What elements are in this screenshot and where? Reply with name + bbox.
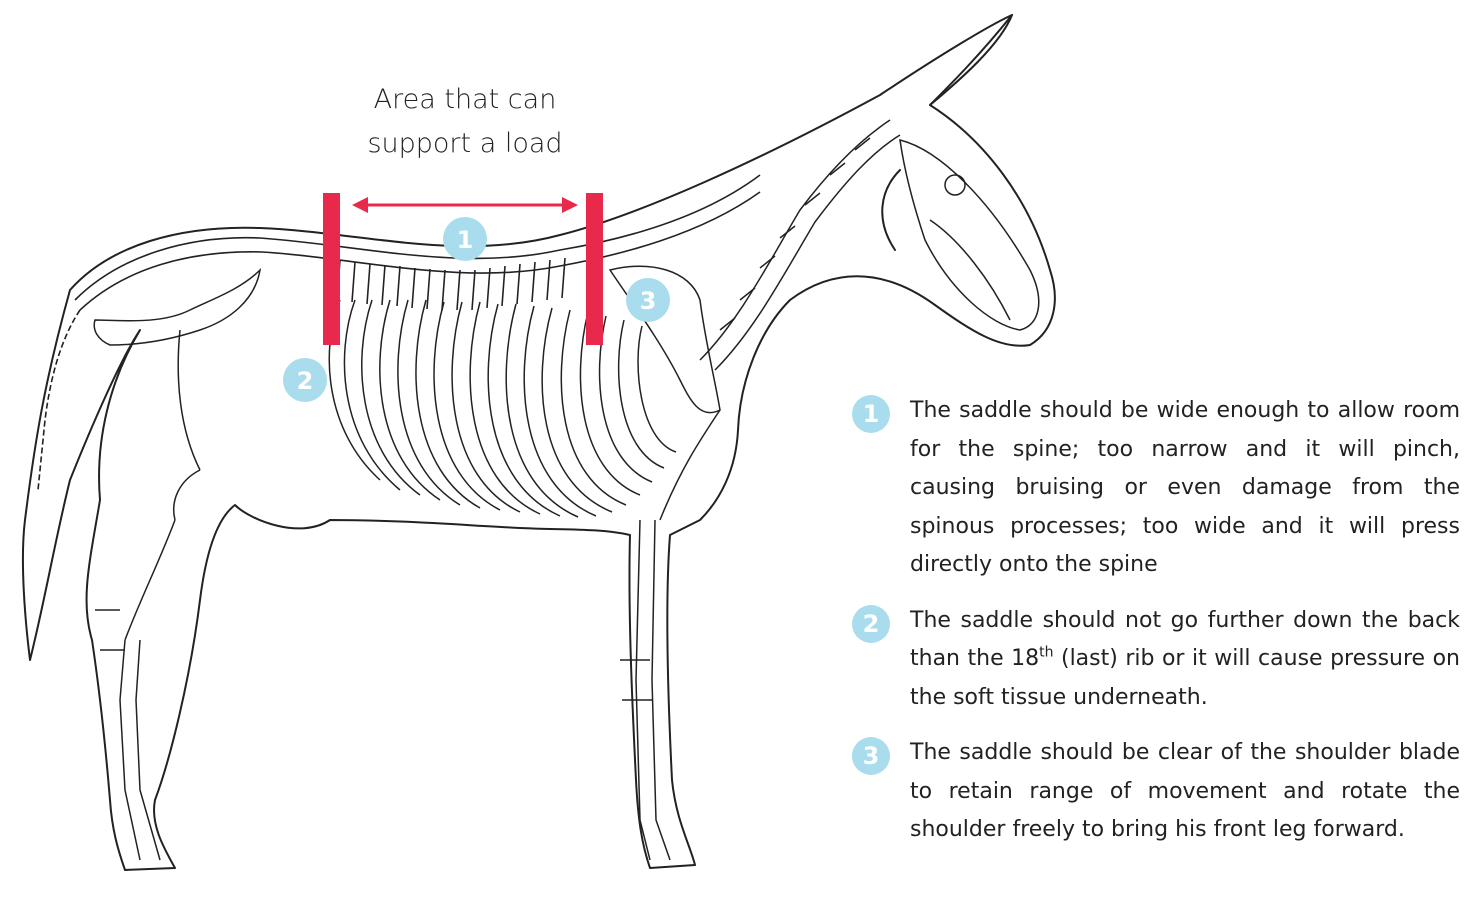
note-2: 2 The saddle should not go further down … bbox=[850, 602, 1460, 718]
saddle-notes: 1 The saddle should be wide enough to al… bbox=[850, 392, 1460, 850]
note-1-text: The saddle should be wide enough to allo… bbox=[910, 398, 1460, 577]
note-2-superscript: th bbox=[1039, 644, 1054, 661]
note-1: 1 The saddle should be wide enough to al… bbox=[850, 392, 1460, 585]
note-1-number: 1 bbox=[852, 395, 890, 433]
front-limbs bbox=[608, 265, 721, 861]
load-area-label: Area that can support a load bbox=[340, 78, 590, 166]
note-3-text: The saddle should be clear of the should… bbox=[910, 740, 1460, 842]
rib-cage bbox=[328, 299, 677, 518]
diagram-marker-2: 2 bbox=[283, 358, 327, 402]
mule-outline bbox=[21, 14, 1056, 871]
load-zone bbox=[323, 193, 603, 345]
diagram-marker-1: 1 bbox=[443, 217, 487, 261]
load-zone-bar-rear bbox=[323, 193, 340, 345]
load-area-label-line1: Area that can bbox=[373, 84, 557, 115]
hind-limbs bbox=[93, 267, 262, 861]
note-2-number: 2 bbox=[852, 604, 890, 643]
diagram-marker-3: 3 bbox=[626, 278, 670, 322]
note-3-number: 3 bbox=[852, 737, 890, 775]
neck-and-skull bbox=[699, 119, 1040, 371]
diagram-marker-1-label: 1 bbox=[457, 226, 474, 254]
diagram-marker-3-label: 3 bbox=[640, 287, 657, 315]
load-area-label-line2: support a load bbox=[367, 128, 563, 159]
load-zone-arrow-right-head bbox=[562, 197, 578, 213]
note-3: 3 The saddle should be clear of the shou… bbox=[850, 734, 1460, 850]
load-zone-bar-front bbox=[586, 193, 603, 345]
note-2-text-before: The saddle should not go further down th… bbox=[910, 607, 1460, 672]
note-2-text-after: (last) rib or it will cause pressure on … bbox=[910, 646, 1460, 710]
load-zone-arrow-left-head bbox=[352, 197, 368, 213]
diagram-marker-2-label: 2 bbox=[297, 367, 314, 395]
